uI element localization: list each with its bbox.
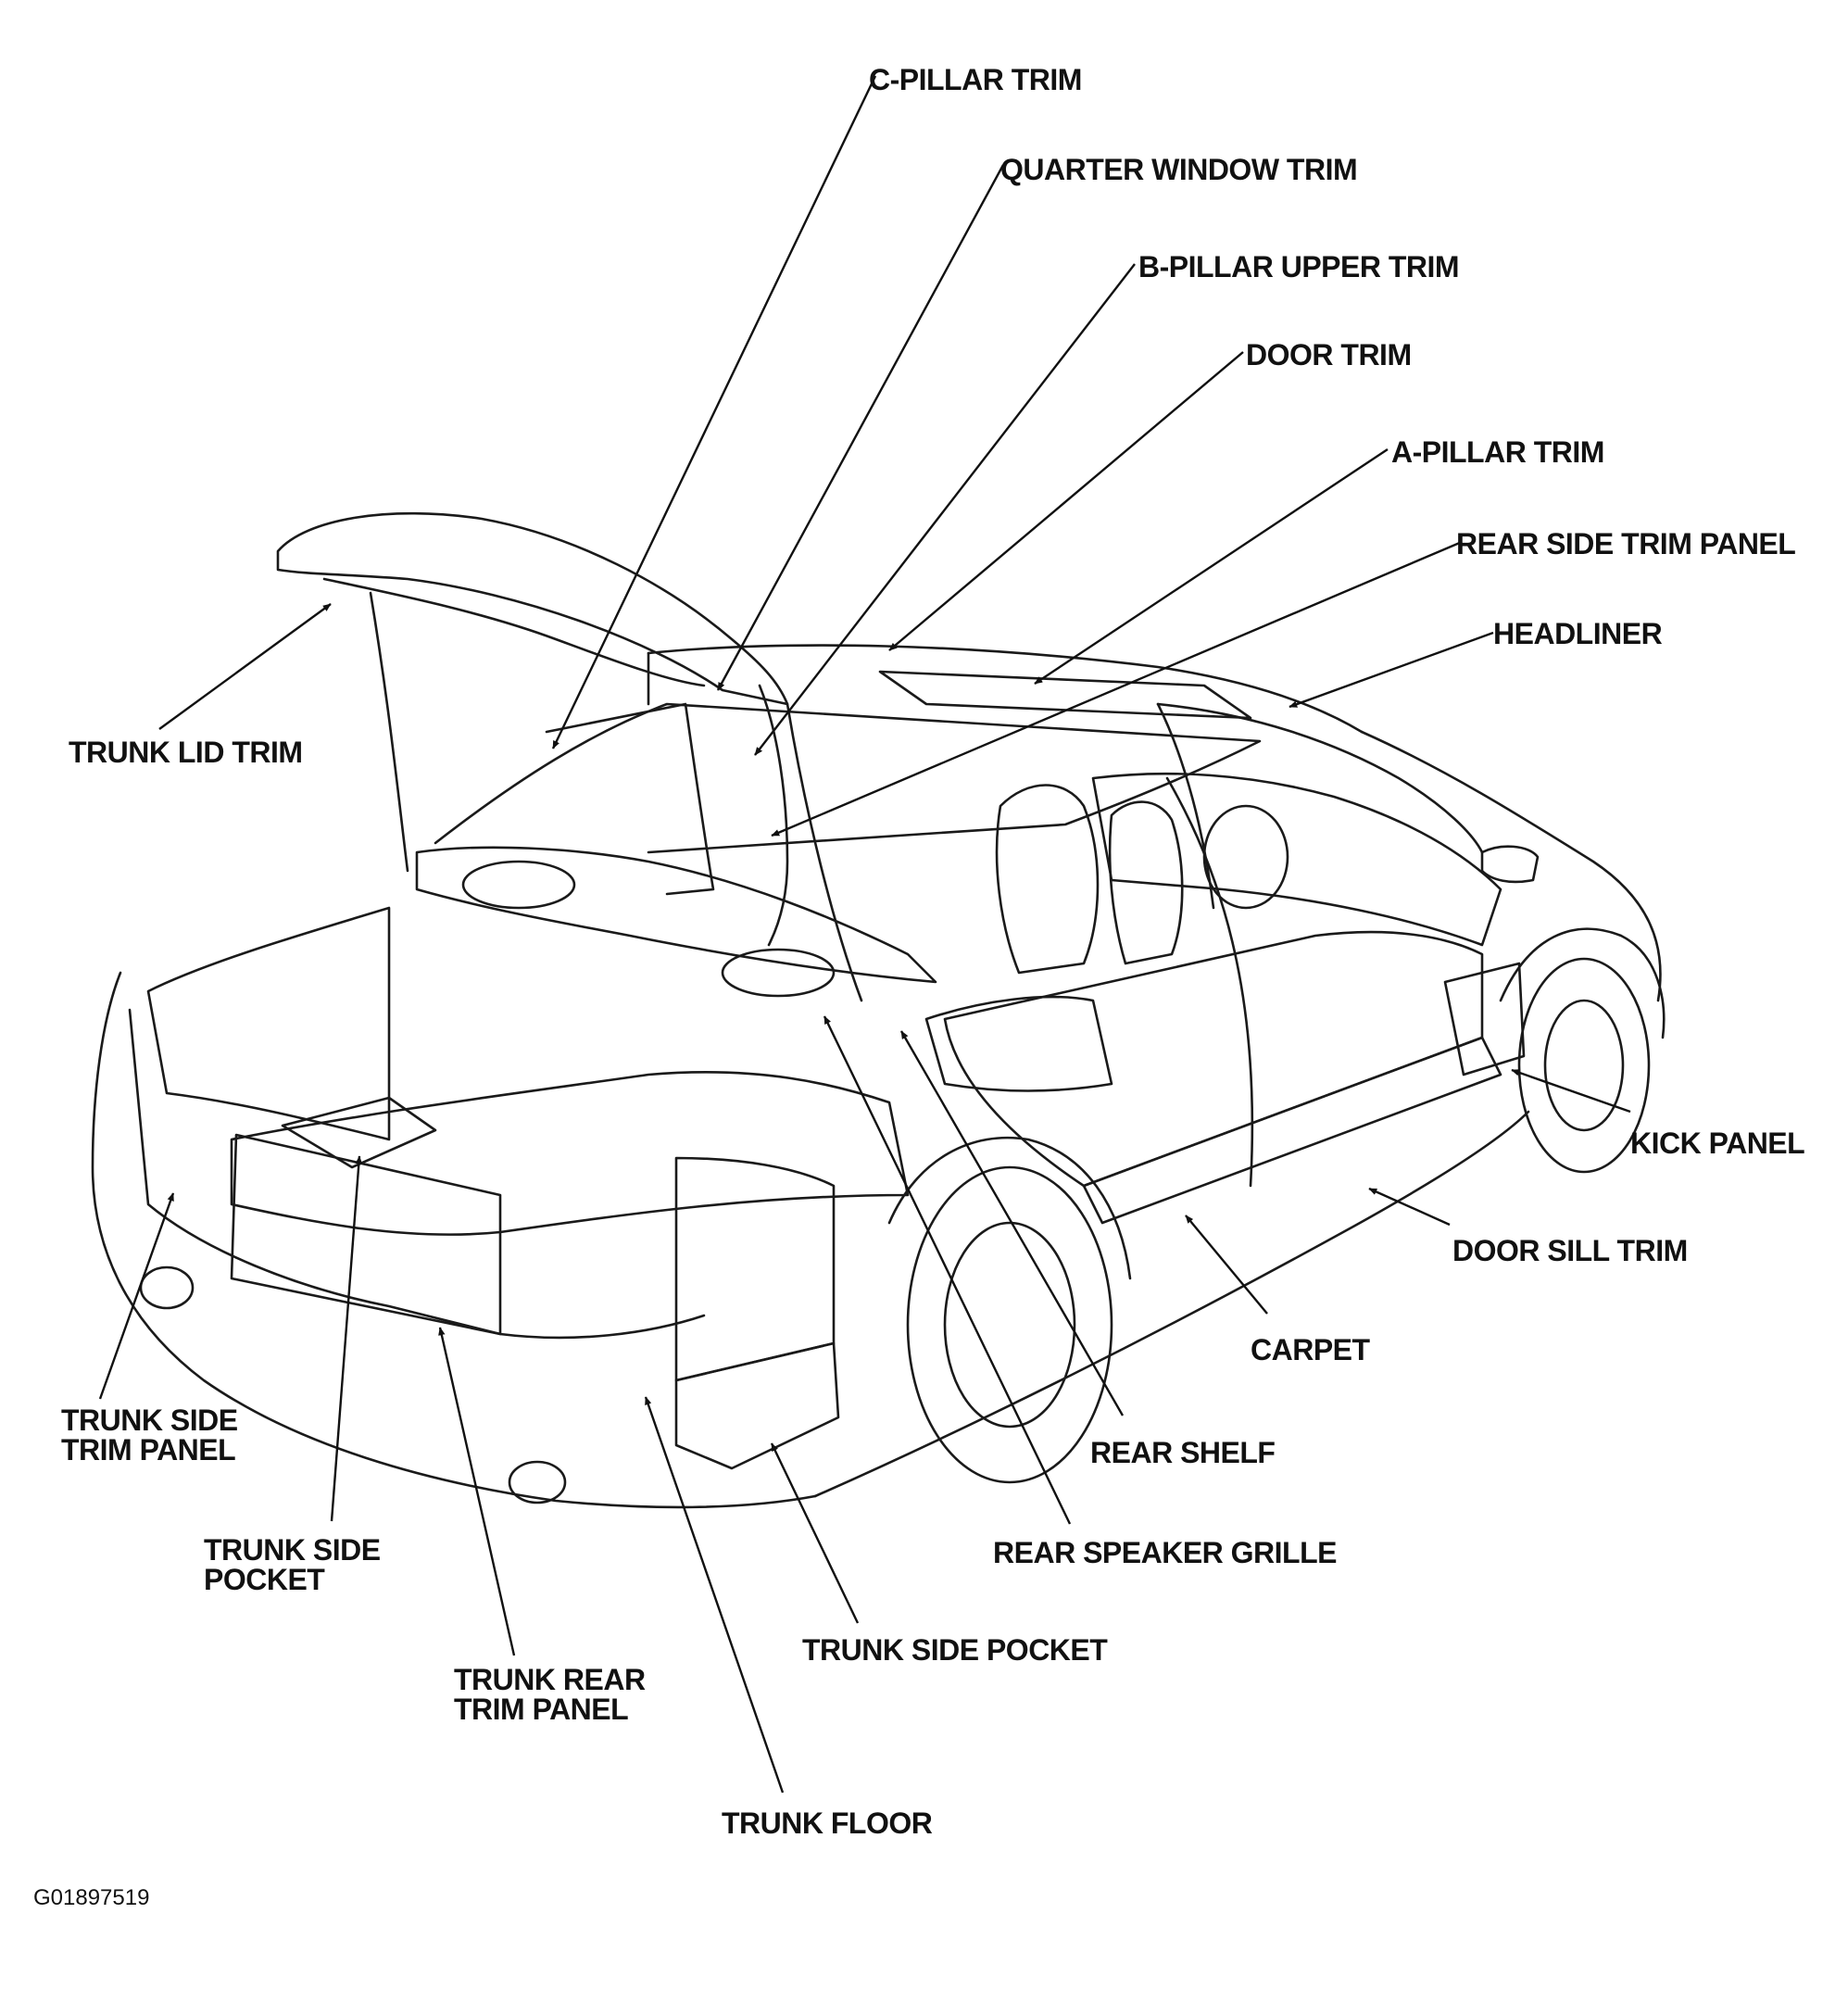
dashboard <box>1091 772 1502 947</box>
label-a-pillar-trim: A-PILLAR TRIM <box>1391 435 1604 469</box>
leader-trunk-rear-trim-panel <box>438 1327 516 1656</box>
exhaust-tip-left <box>139 1265 195 1310</box>
sunroof <box>878 670 1252 720</box>
c-pillar <box>545 702 715 896</box>
label-trunk-lid-trim: TRUNK LID TRIM <box>69 736 303 769</box>
label-trunk-rear-trim-panel-line1: TRUNK REAR <box>454 1663 646 1696</box>
leader-c-pillar-trim <box>551 75 877 749</box>
rear-speaker-left <box>461 860 576 910</box>
label-door-trim: DOOR TRIM <box>1246 338 1412 371</box>
leader-kick-panel <box>1511 1068 1631 1114</box>
exhaust-tip-right <box>508 1460 567 1504</box>
label-rear-side-trim-panel: REAR SIDE TRIM PANEL <box>1456 527 1796 560</box>
label-c-pillar-trim: C-PILLAR TRIM <box>869 63 1082 96</box>
figure-code: G01897519 <box>33 1885 150 1910</box>
label-trunk-side-trim-panel-line2: TRIM PANEL <box>61 1433 236 1467</box>
front-fender <box>1360 730 1662 1002</box>
a-pillar <box>1156 702 1215 910</box>
rear-wheel-hub <box>943 1221 1076 1429</box>
windshield-frame <box>1156 702 1484 854</box>
label-trunk-side-pocket-right: TRUNK SIDE POCKET <box>802 1633 1108 1667</box>
body-side-lower <box>813 1110 1530 1498</box>
label-headliner: HEADLINER <box>1493 617 1663 650</box>
leader-rear-speaker-grille <box>823 1015 1072 1525</box>
rear-seat-cushion <box>924 995 1113 1092</box>
label-trunk-side-pocket-left-line2: POCKET <box>204 1563 325 1596</box>
leader-trunk-lid-trim <box>158 603 332 730</box>
front-seat-left <box>995 784 1100 975</box>
leader-carpet <box>1185 1215 1268 1315</box>
rear-quarter-body <box>91 971 817 1509</box>
roof-edge <box>647 644 1364 734</box>
front-seat-right <box>1108 800 1184 965</box>
trunk-lid-strut-left <box>369 591 409 873</box>
label-door-sill-trim: DOOR SILL TRIM <box>1452 1234 1688 1267</box>
leader-rear-shelf <box>899 1030 1125 1416</box>
label-rear-shelf: REAR SHELF <box>1090 1436 1276 1469</box>
door-sill <box>1082 1036 1502 1225</box>
front-wheel <box>1517 957 1651 1174</box>
label-rear-speaker-grille: REAR SPEAKER GRILLE <box>993 1536 1337 1569</box>
label-trunk-side-pocket-left-line1: TRUNK SIDE <box>204 1533 381 1567</box>
steering-wheel <box>1202 804 1289 910</box>
label-carpet: CARPET <box>1251 1333 1370 1366</box>
label-quarter-window-trim: QUARTER WINDOW TRIM <box>1000 153 1358 186</box>
leader-headliner <box>1289 631 1494 709</box>
trunk-lid <box>276 511 789 706</box>
rear-speaker-right <box>721 948 836 998</box>
trunk-lid-inner-edge <box>322 577 706 687</box>
front-wheel-hub <box>1543 999 1625 1132</box>
leader-lines <box>98 75 1631 1794</box>
label-trunk-floor: TRUNK FLOOR <box>722 1806 933 1840</box>
label-trunk-side-trim-panel-line1: TRUNK SIDE <box>61 1404 238 1437</box>
label-trunk-rear-trim-panel-line2: TRIM PANEL <box>454 1693 629 1726</box>
rear-wheel-arch <box>887 1136 1132 1280</box>
rear-bumper <box>128 1008 706 1340</box>
front-wheel-arch <box>1499 927 1666 1039</box>
carpet-front-floor <box>943 930 1484 1188</box>
door-opening-curve <box>1165 776 1254 1188</box>
leader-door-trim <box>888 351 1244 651</box>
label-kick-panel: KICK PANEL <box>1630 1127 1805 1160</box>
trunk-lid-strut-right <box>786 702 863 1002</box>
side-mirror <box>1480 845 1540 884</box>
label-b-pillar-upper-trim: B-PILLAR UPPER TRIM <box>1138 250 1460 283</box>
leader-quarter-window-trim <box>716 164 1005 691</box>
trunk-right-wall <box>674 1156 836 1382</box>
trunk-side-pocket-left <box>281 1096 437 1169</box>
rear-wheel <box>906 1165 1113 1484</box>
leader-rear-side-trim-panel <box>771 540 1463 837</box>
trunk-floor-outline <box>230 1071 910 1236</box>
kick-panel <box>1443 962 1526 1076</box>
leader-trunk-side-pocket-right <box>770 1442 860 1624</box>
trunk-left-wall <box>146 906 391 1141</box>
leader-b-pillar-upper-trim <box>754 263 1136 756</box>
rear-shelf-panel <box>415 846 937 984</box>
car-body-drawing <box>91 511 1666 1509</box>
b-pillar <box>758 684 789 947</box>
leader-a-pillar-trim <box>1034 448 1389 685</box>
leader-trunk-side-pocket-left <box>330 1155 363 1522</box>
leader-door-sill-trim <box>1368 1187 1451 1227</box>
rear-window-frame <box>434 702 1262 854</box>
leader-trunk-floor <box>644 1396 785 1794</box>
leader-trunk-side-trim-panel <box>98 1192 175 1400</box>
